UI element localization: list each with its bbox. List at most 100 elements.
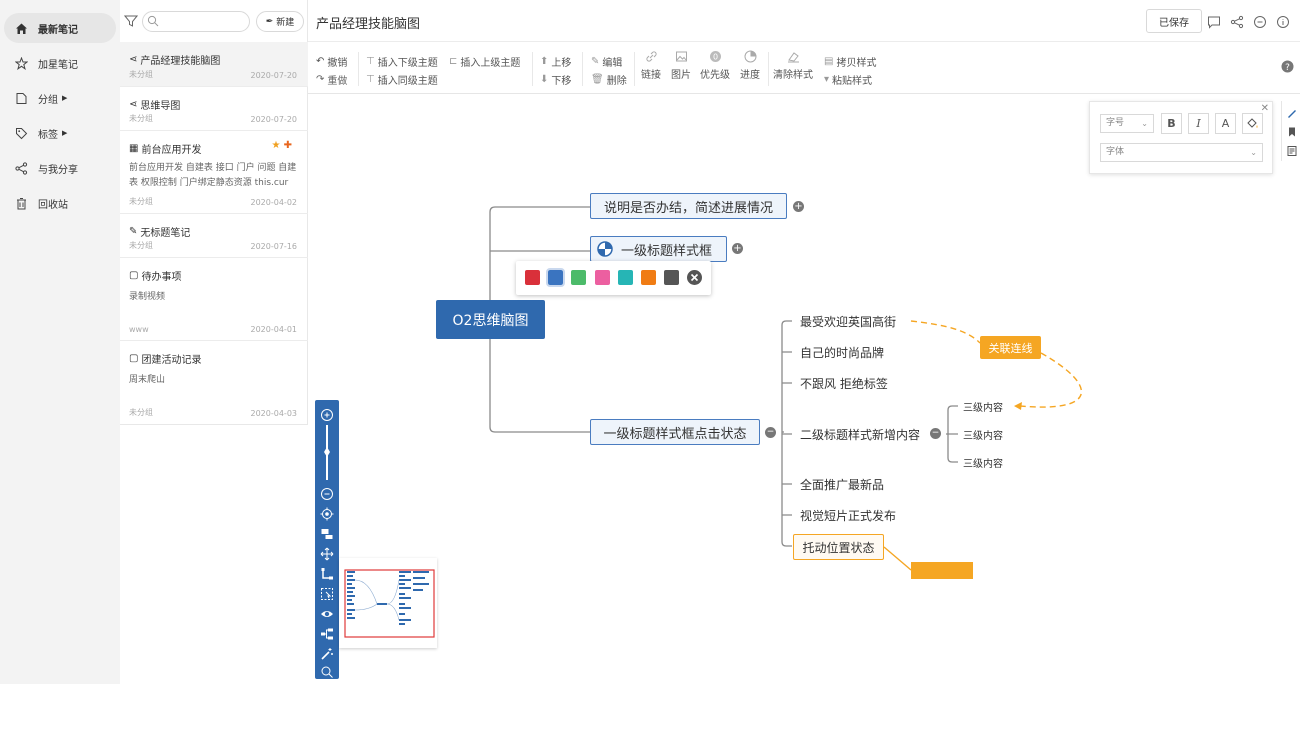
note-item[interactable]: ▦前台应用开发 ★ ✚ 前台应用开发 自建表 接口 门户 问题 自建表 权限控制…	[120, 131, 308, 214]
note-item[interactable]: ⋖产品经理技能脑图 未分组 2020-07-20	[120, 42, 308, 87]
level3-node[interactable]: 三级内容	[963, 430, 1003, 442]
saved-button[interactable]: 已保存	[1146, 9, 1202, 33]
home-icon	[14, 21, 28, 35]
progress-button[interactable]: 进度	[730, 50, 770, 81]
new-note-button[interactable]: ✒ 新建	[256, 11, 304, 32]
expand-plus-icon[interactable]: +	[732, 243, 743, 254]
comment-icon[interactable]	[1207, 15, 1221, 29]
nav-item-groups[interactable]: 分组 ▶	[4, 83, 116, 113]
font-size-select[interactable]: 字号⌄	[1100, 114, 1154, 133]
structure-icon[interactable]	[320, 567, 334, 581]
level2-node[interactable]: 不跟风 拒绝标签	[800, 376, 888, 391]
nav-item-tags[interactable]: 标签 ▶	[4, 118, 116, 148]
bold-button[interactable]: B	[1161, 113, 1182, 134]
close-icon[interactable]: ✕	[1260, 103, 1269, 114]
swatch-gray[interactable]	[664, 270, 679, 285]
collapse-minus-icon[interactable]: −	[765, 427, 776, 438]
bookmark-icon[interactable]	[1286, 126, 1298, 138]
info-icon[interactable]	[1276, 15, 1290, 29]
note-group: 未分组	[129, 70, 153, 79]
minimap-preview	[344, 569, 435, 638]
outline-tree-icon[interactable]	[320, 627, 334, 641]
level1-node-selected[interactable]: 一级标题样式框	[590, 236, 727, 262]
move-icon[interactable]	[320, 547, 334, 561]
fill-color-button[interactable]	[1242, 113, 1263, 134]
swatch-blue[interactable]	[546, 268, 565, 287]
image-button[interactable]: 图片	[661, 50, 701, 81]
select-icon[interactable]	[320, 587, 334, 601]
search-input[interactable]	[142, 11, 250, 32]
zoom-in-icon[interactable]	[320, 408, 334, 422]
more-icon[interactable]	[1253, 15, 1267, 29]
locate-icon[interactable]	[320, 507, 334, 521]
eye-icon[interactable]	[320, 607, 334, 621]
priority-button[interactable]: 0 优先级	[695, 50, 735, 81]
move-up-button[interactable]: ⬆上移	[540, 54, 571, 69]
nav-item-shared[interactable]: 与我分享	[4, 153, 116, 183]
level1-node-active[interactable]: 一级标题样式框点击状态	[590, 419, 760, 445]
arrow-up-icon: ⬆	[540, 56, 549, 67]
toolbar-divider	[634, 52, 635, 86]
collapse-minus-icon[interactable]: −	[930, 428, 941, 439]
level2-node[interactable]: 自己的时尚品牌	[800, 345, 885, 360]
insert-parent-icon: ⊏	[449, 56, 458, 67]
font-family-select[interactable]: 字体⌄	[1100, 143, 1263, 162]
mindmap-canvas[interactable]: O2思维脑图 说明是否办结，简述进展情况 + 一级标题样式框 + 一级标题样式框…	[308, 95, 1300, 684]
search-icon[interactable]	[320, 665, 334, 679]
expand-plus-icon[interactable]: +	[793, 201, 804, 212]
relation-label[interactable]: 关联连线	[980, 336, 1041, 359]
nav-item-starred[interactable]: 加星笔记	[4, 48, 116, 78]
paste-style-icon: ▾	[824, 74, 830, 85]
root-node[interactable]: O2思维脑图	[436, 300, 545, 339]
link-button[interactable]: 链接	[631, 50, 671, 81]
magic-icon[interactable]	[320, 647, 334, 661]
level2-node[interactable]: 视觉短片正式发布	[800, 508, 897, 523]
nav-item-trash[interactable]: 回收站	[4, 188, 116, 218]
share-icon[interactable]	[1230, 15, 1244, 29]
note-icon[interactable]	[1286, 145, 1298, 157]
zoom-out-icon[interactable]	[320, 487, 334, 501]
note-item[interactable]: ▢待办事项 录制视频 www 2020-04-01	[120, 258, 308, 341]
swatch-red[interactable]	[525, 270, 540, 285]
swatch-pink[interactable]	[595, 270, 610, 285]
note-item[interactable]: ✎无标题笔记 未分组 2020-07-16	[120, 214, 308, 258]
note-item[interactable]: ⋖思维导图 未分组 2020-07-20	[120, 87, 308, 131]
level3-node[interactable]: 三级内容	[963, 402, 1003, 414]
help-icon[interactable]: ?	[1281, 60, 1294, 73]
close-swatch-icon[interactable]	[687, 270, 702, 285]
swatch-green[interactable]	[571, 270, 586, 285]
dragging-node[interactable]: 托动位置状态	[793, 534, 884, 560]
level1-node[interactable]: 说明是否办结，简述进展情况	[590, 193, 787, 219]
copy-style-icon: ▤	[824, 56, 834, 67]
insert-parent-button[interactable]: ⊏插入上级主题	[449, 54, 520, 69]
level2-node[interactable]: 最受欢迎英国高街	[800, 314, 897, 329]
pen-icon[interactable]	[1286, 107, 1298, 119]
paste-style-button[interactable]: ▾粘贴样式	[824, 72, 872, 87]
insert-sibling-label: 插入同级主题	[377, 76, 438, 87]
edit-button[interactable]: ✎编辑	[591, 54, 622, 69]
filter-icon[interactable]	[124, 14, 138, 28]
nav-item-latest[interactable]: 最新笔记	[4, 13, 116, 43]
star-pin-icon: ★ ✚	[271, 140, 292, 151]
clear-style-button[interactable]: 清除样式	[773, 50, 813, 81]
level2-node[interactable]: 全面推广最新品	[800, 477, 885, 492]
insert-child-button[interactable]: ⊤插入下级主题	[366, 54, 438, 69]
level3-node[interactable]: 三级内容	[963, 458, 1003, 470]
move-down-button[interactable]: ⬇下移	[540, 72, 571, 87]
font-color-button[interactable]: A	[1215, 113, 1236, 134]
undo-button[interactable]: ↶撤销	[316, 54, 347, 69]
copy-style-button[interactable]: ▤拷贝样式	[824, 54, 876, 69]
note-item[interactable]: ▢团建活动记录 周末爬山 未分组 2020-04-03	[120, 341, 308, 424]
swatch-teal[interactable]	[618, 270, 633, 285]
swatch-orange[interactable]	[641, 270, 656, 285]
minimap[interactable]	[339, 558, 437, 648]
insert-sibling-button[interactable]: ⊤插入同级主题	[366, 72, 438, 87]
zoom-slider-handle[interactable]	[320, 445, 334, 459]
italic-button[interactable]: I	[1188, 113, 1209, 134]
nav-item-label: 与我分享	[38, 164, 78, 176]
layout-icon[interactable]	[320, 527, 334, 541]
level2-node[interactable]: 二级标题样式新增内容	[800, 427, 921, 442]
delete-button[interactable]: 🗑删除	[591, 72, 627, 87]
edit-icon: ✎	[591, 56, 600, 67]
redo-button[interactable]: ↷重做	[316, 72, 347, 87]
